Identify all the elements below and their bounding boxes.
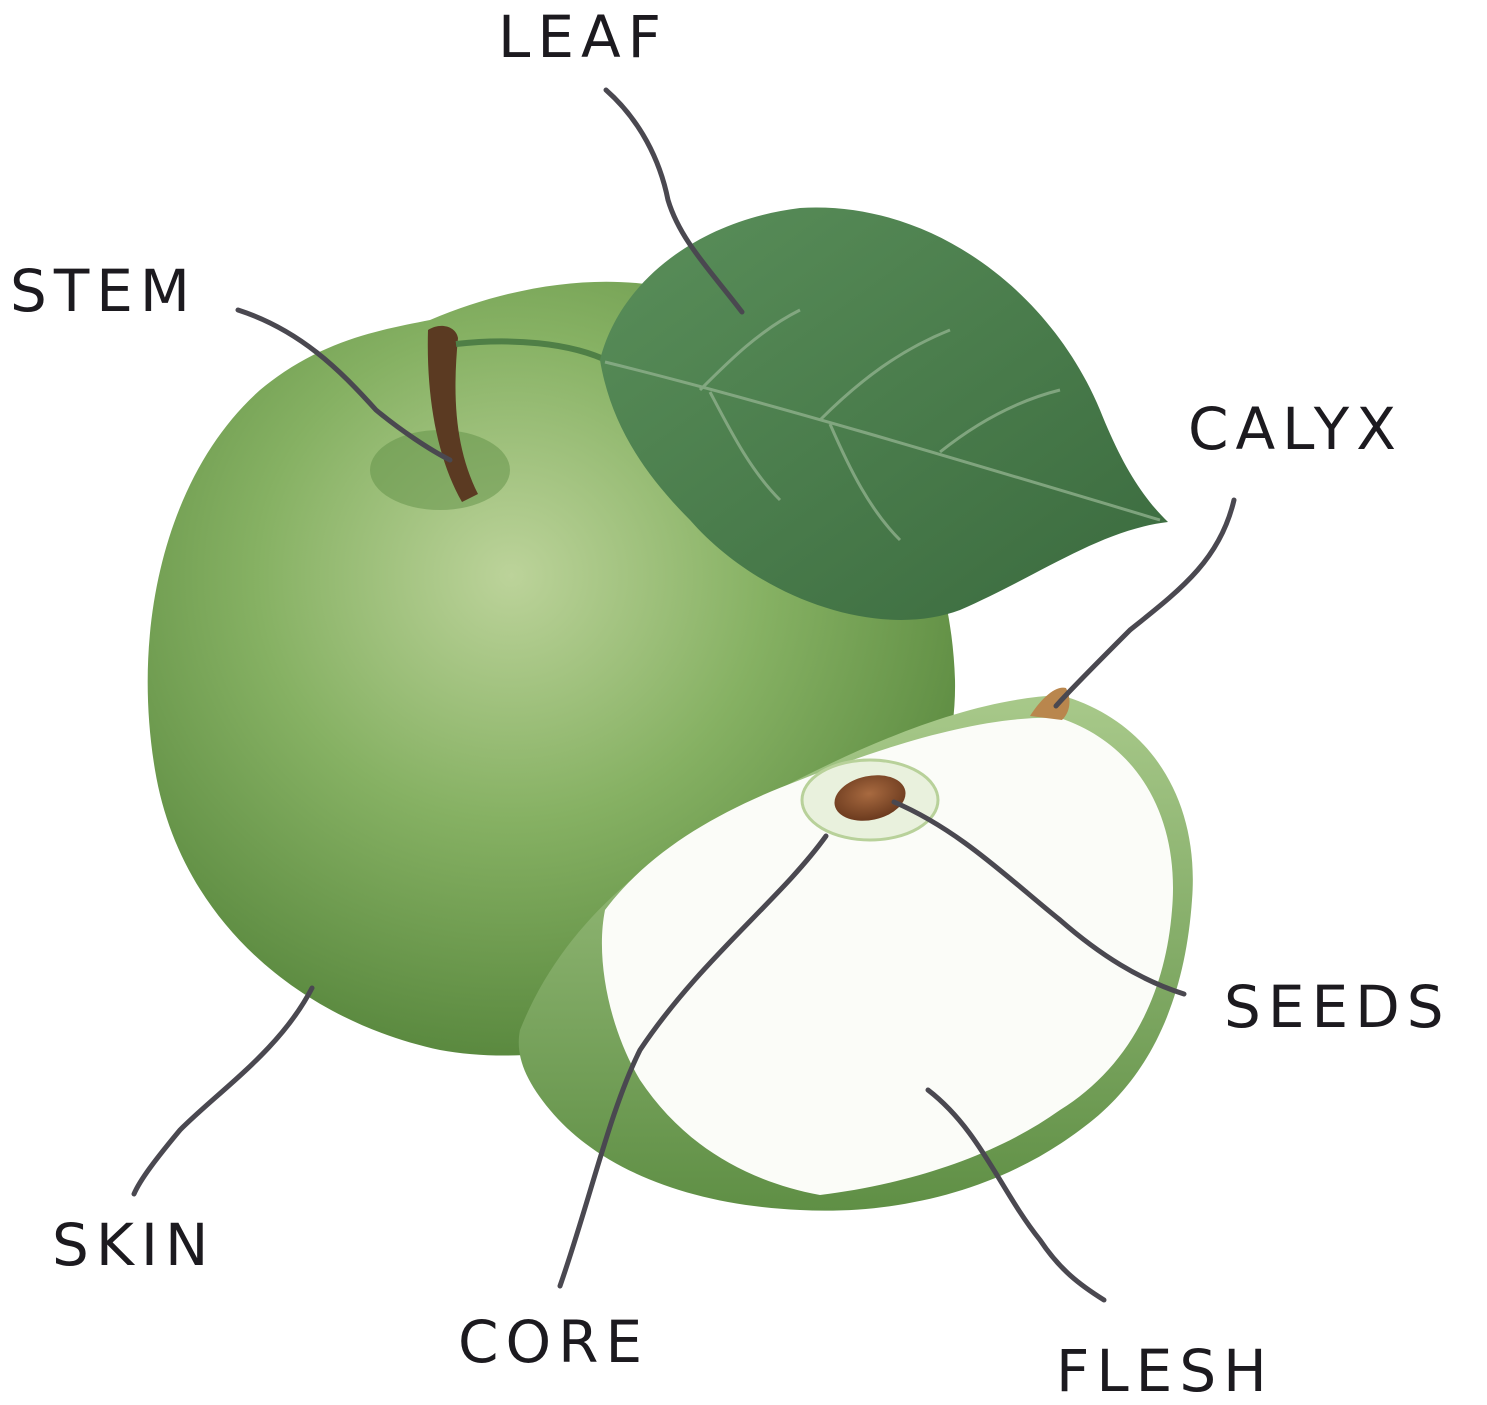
label-calyx: CALYX — [1188, 400, 1403, 458]
leader-line-skin — [134, 988, 312, 1194]
label-skin: SKIN — [52, 1216, 215, 1274]
label-seeds: SEEDS — [1224, 978, 1451, 1036]
label-flesh: FLESH — [1056, 1342, 1274, 1400]
label-core: CORE — [458, 1313, 649, 1371]
label-stem: STEM — [10, 262, 197, 320]
label-leaf: LEAF — [498, 8, 668, 66]
